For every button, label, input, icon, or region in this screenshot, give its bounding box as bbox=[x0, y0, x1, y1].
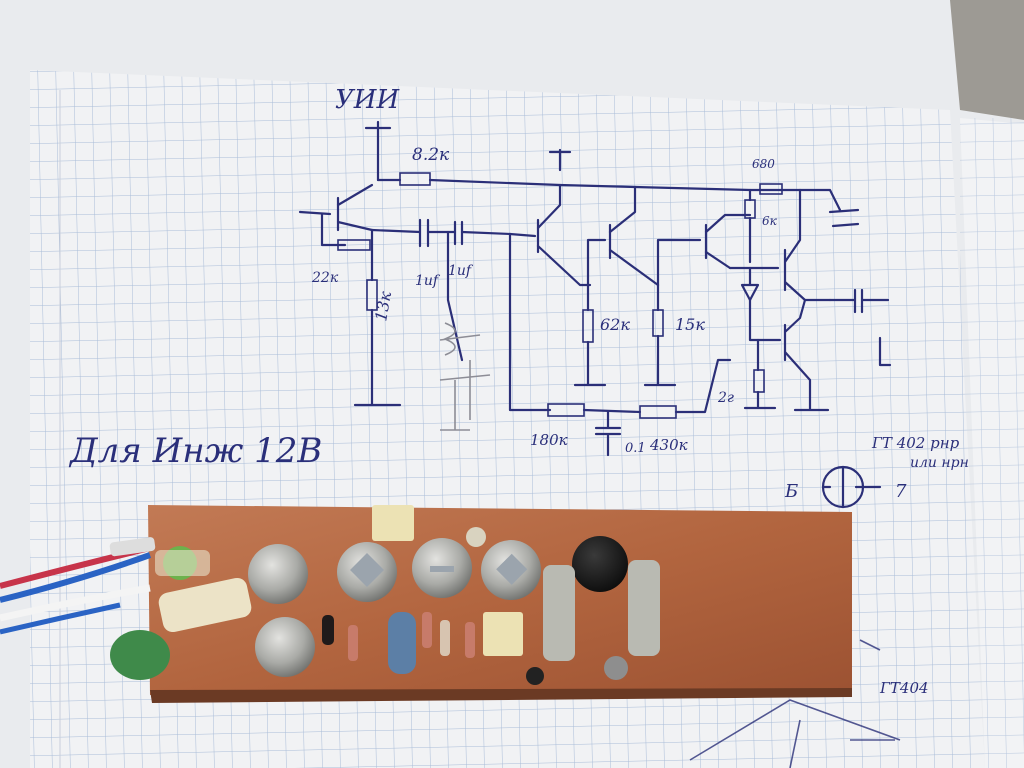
yellow-cap bbox=[483, 612, 523, 656]
label-430k: 430к bbox=[649, 436, 688, 454]
note-supply-voltage: Для Инж 12В bbox=[68, 431, 322, 471]
label-15k: 15к bbox=[675, 315, 705, 334]
label-0-1: 0.1 bbox=[625, 441, 646, 456]
label-22k: 22к bbox=[311, 270, 339, 286]
label-1uf-b: 1uf bbox=[448, 263, 474, 279]
label-1uf-a: 1uf bbox=[415, 273, 441, 289]
electrolytic-cap-2 bbox=[628, 560, 660, 656]
label-62k: 62к bbox=[600, 315, 630, 334]
note-base: Б bbox=[784, 481, 798, 502]
label-6k: 6к bbox=[762, 214, 778, 228]
label-680: 680 bbox=[752, 157, 775, 171]
yellow-cap-top bbox=[372, 505, 414, 541]
label-180k: 180к bbox=[530, 431, 568, 449]
label-2r: 2г bbox=[717, 390, 734, 406]
note-gt404: ГТ404 bbox=[879, 679, 929, 697]
copper-circuit-board bbox=[0, 505, 852, 703]
hand-drawn-schematic: УИИ 8.2к 22к 13к 1uf 1uf bbox=[298, 85, 892, 457]
electrolytic-cap-1 bbox=[543, 565, 575, 661]
resistor-680 bbox=[759, 183, 783, 195]
note-transistor-type: ГТ 402 рнр bbox=[871, 434, 960, 452]
note-pin: 7 bbox=[895, 481, 907, 502]
transistor-can-1 bbox=[248, 544, 308, 604]
white-wire bbox=[0, 584, 151, 622]
blue-cap bbox=[388, 612, 416, 674]
note-or: или нрн bbox=[910, 455, 969, 471]
blue-wire bbox=[0, 552, 152, 603]
white-cap bbox=[158, 577, 252, 633]
green-capacitor bbox=[110, 630, 170, 680]
resistor-22k bbox=[337, 239, 371, 251]
label-13k: 13к bbox=[371, 289, 395, 322]
schematic-label-top: УИИ bbox=[335, 85, 400, 115]
transistor-can-2 bbox=[255, 617, 315, 677]
diode bbox=[322, 615, 334, 645]
label-8k2: 8.2к bbox=[412, 145, 450, 165]
black-transistor bbox=[572, 536, 628, 592]
